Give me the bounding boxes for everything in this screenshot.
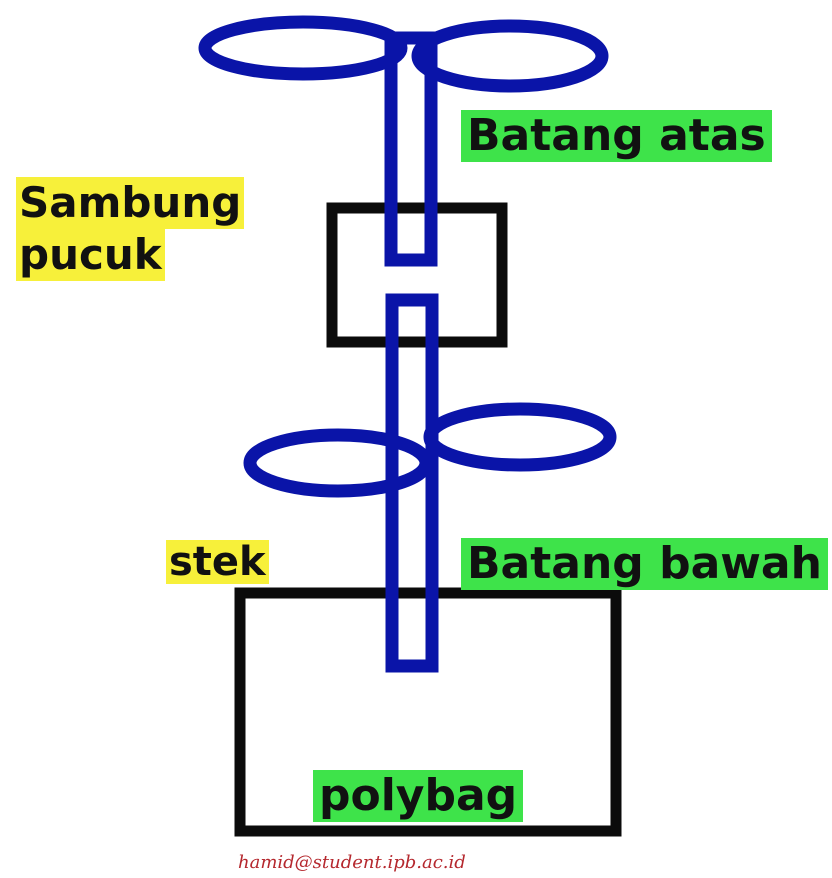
- scion-stem: [384, 31, 438, 267]
- label-batang-bawah: Batang bawah: [461, 538, 828, 590]
- label-polybag: polybag: [313, 770, 524, 822]
- top-leaf-right: [411, 19, 609, 93]
- label-sambung-line2: pucuk: [16, 229, 165, 281]
- bottom-leaf-left: [243, 428, 433, 498]
- label-sambung-line1: Sambung: [16, 177, 245, 229]
- label-sambung-pucuk: Sambung pucuk: [16, 177, 245, 281]
- graft-joint-box: [326, 202, 508, 348]
- label-stek: stek: [166, 540, 269, 584]
- top-leaf-left: [198, 15, 408, 81]
- bottom-leaf-right: [423, 402, 617, 472]
- rootstock-stem: [385, 293, 439, 673]
- label-batang-atas: Batang atas: [461, 110, 772, 162]
- watermark-text: hamid@student.ipb.ac.id: [238, 852, 466, 873]
